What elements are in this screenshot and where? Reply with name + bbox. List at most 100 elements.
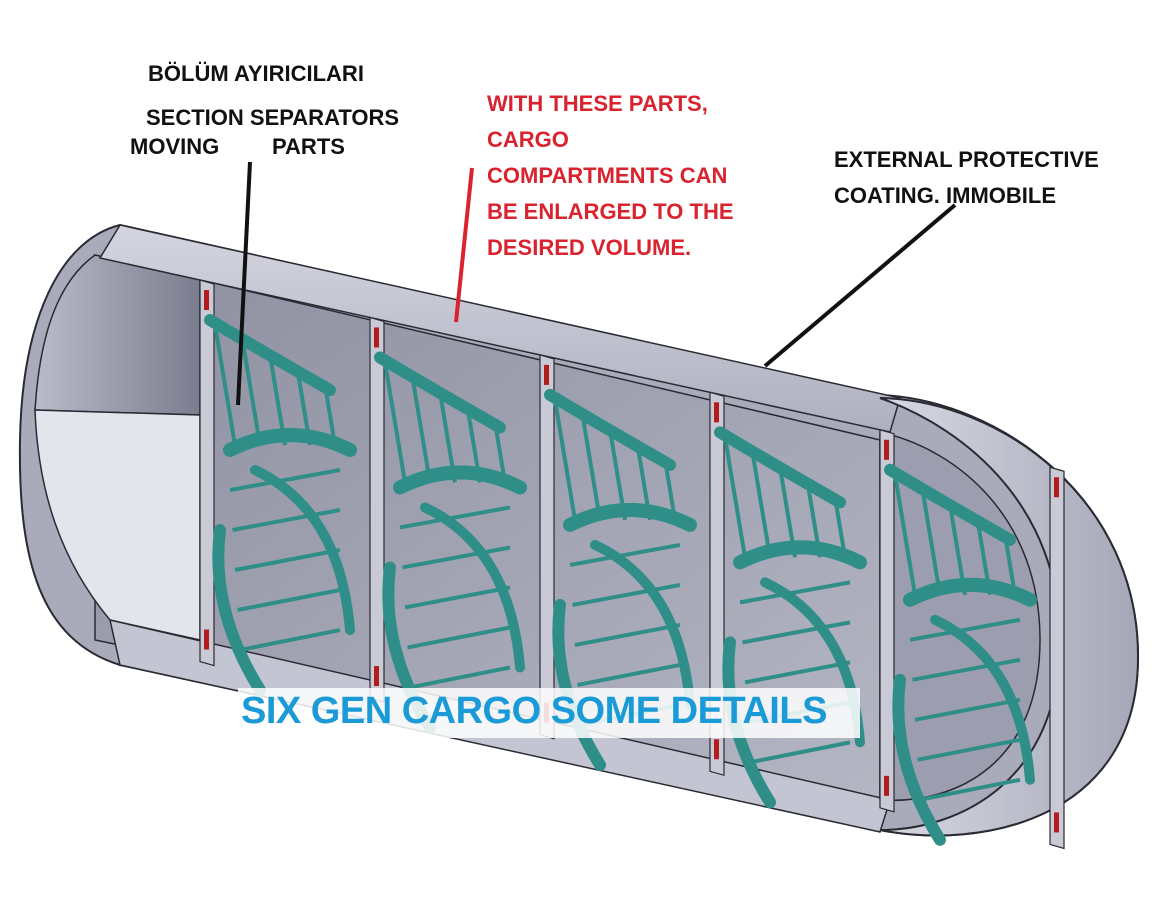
separator-rib bbox=[919, 777, 1021, 802]
separator-rib bbox=[574, 622, 681, 647]
note-enlarge-line-5: DESIRED VOLUME. bbox=[487, 235, 692, 260]
separator-rib bbox=[749, 740, 851, 765]
separator-rib bbox=[778, 467, 797, 558]
separator-upper-assembly bbox=[714, 426, 867, 570]
separator-rib bbox=[493, 422, 507, 483]
separator-arm bbox=[884, 463, 1016, 546]
separator-rib bbox=[407, 625, 511, 650]
separator-lower-assembly bbox=[212, 465, 355, 697]
separator-rib bbox=[635, 444, 652, 521]
separator-rib bbox=[572, 582, 681, 607]
separator-rib bbox=[917, 737, 1021, 762]
separator-rib bbox=[750, 452, 772, 558]
separator-rib bbox=[580, 414, 602, 521]
separator-rib bbox=[410, 377, 432, 483]
separator-rib bbox=[237, 588, 341, 612]
separator-rib bbox=[805, 482, 822, 558]
separator-rib bbox=[833, 497, 847, 558]
compartment-wall bbox=[879, 429, 895, 813]
separator-rib bbox=[608, 429, 627, 521]
separator-rib bbox=[975, 519, 992, 596]
separator-rib bbox=[240, 339, 262, 446]
separator-rib bbox=[723, 437, 747, 558]
leader-line-external-coating bbox=[763, 203, 957, 368]
wall-latch-bottom bbox=[204, 629, 209, 650]
separator-upper-assembly bbox=[544, 388, 697, 532]
separator-lower-assembly bbox=[892, 614, 1035, 846]
wall-latch-top bbox=[714, 402, 719, 423]
label-external-line-2: COATING. IMMOBILE bbox=[834, 183, 1057, 208]
separator-arm bbox=[552, 598, 606, 771]
separator-rib bbox=[399, 505, 511, 530]
separator-upper-assembly bbox=[374, 351, 527, 495]
separator-arm bbox=[892, 673, 946, 846]
label-parts: PARTS bbox=[272, 134, 345, 159]
section-dividers bbox=[199, 279, 1065, 850]
separator-rib bbox=[229, 468, 341, 492]
separator-rib bbox=[744, 660, 851, 685]
leader-line-enlarge-note bbox=[454, 167, 474, 323]
note-enlarge-line-4: BE ENLARGED TO THE bbox=[487, 199, 734, 224]
separator-rib bbox=[213, 324, 237, 446]
label-section-separators: SECTION SEPARATORS bbox=[146, 105, 400, 130]
separator-rib bbox=[295, 369, 312, 446]
wall-latch-top bbox=[884, 439, 889, 460]
separator-rib bbox=[893, 474, 917, 596]
label-bolum-ayiricilari: BÖLÜM AYIRICILARI bbox=[148, 61, 364, 86]
separator-rib bbox=[234, 548, 341, 572]
wall-latch-top bbox=[204, 290, 209, 311]
separator-upper-assembly bbox=[204, 314, 357, 458]
wall-latch-top bbox=[1054, 477, 1059, 498]
separator-rib bbox=[239, 628, 341, 652]
note-enlarge-line-2: CARGO bbox=[487, 127, 569, 152]
separator-rib bbox=[402, 545, 511, 570]
separator-arm bbox=[204, 314, 336, 397]
wall-latch-bottom bbox=[374, 666, 379, 687]
compartment-wall bbox=[539, 354, 555, 740]
compartment-wall bbox=[369, 316, 385, 703]
separator-rib bbox=[663, 459, 677, 521]
separator-rib bbox=[383, 362, 407, 483]
diagram-title: SIX GEN CARGO SOME DETAILS bbox=[241, 690, 827, 732]
separator-rib bbox=[742, 620, 851, 645]
separator-arm bbox=[544, 388, 676, 471]
separator-rib bbox=[569, 542, 681, 567]
wall-latch-bottom bbox=[884, 775, 889, 796]
separator-rib bbox=[553, 399, 577, 521]
separator-upper-assembly bbox=[884, 463, 1037, 607]
separator-arm bbox=[212, 524, 266, 697]
separator-rib bbox=[232, 508, 341, 532]
note-enlarge-line-3: COMPARTMENTS CAN bbox=[487, 163, 728, 188]
wall-latch-top bbox=[374, 327, 379, 348]
separator-arm bbox=[714, 426, 846, 509]
separator-rib bbox=[404, 585, 511, 610]
separator-rib bbox=[914, 697, 1021, 722]
separator-rib bbox=[912, 657, 1021, 682]
separator-rib bbox=[268, 354, 287, 446]
separator-rib bbox=[409, 665, 511, 690]
wall-latch-bottom bbox=[1054, 812, 1059, 833]
separator-rib bbox=[465, 407, 482, 483]
separator-rib bbox=[1003, 534, 1017, 596]
separator-rib bbox=[739, 580, 851, 605]
hull-right-inner-face bbox=[879, 431, 1041, 802]
compartment-wall bbox=[709, 391, 725, 777]
label-external-line-1: EXTERNAL PROTECTIVE bbox=[834, 147, 1099, 172]
separator-arm bbox=[374, 351, 506, 434]
hull-top-rim bbox=[98, 224, 901, 433]
label-moving: MOVING bbox=[130, 134, 220, 159]
note-enlarge-line-1: WITH THESE PARTS, bbox=[487, 91, 708, 116]
separator-rib bbox=[948, 504, 967, 596]
separator-rib bbox=[909, 617, 1021, 642]
compartment-wall bbox=[199, 279, 215, 667]
separator-rib bbox=[920, 489, 942, 596]
separator-rib bbox=[323, 384, 337, 446]
compartment-wall bbox=[1049, 466, 1065, 850]
hull-right-end-cap bbox=[879, 397, 1140, 837]
separator-rib bbox=[577, 662, 681, 687]
leader-line-moving-parts bbox=[236, 161, 252, 406]
separator-rib bbox=[438, 392, 457, 483]
wall-latch-bottom bbox=[714, 739, 719, 760]
